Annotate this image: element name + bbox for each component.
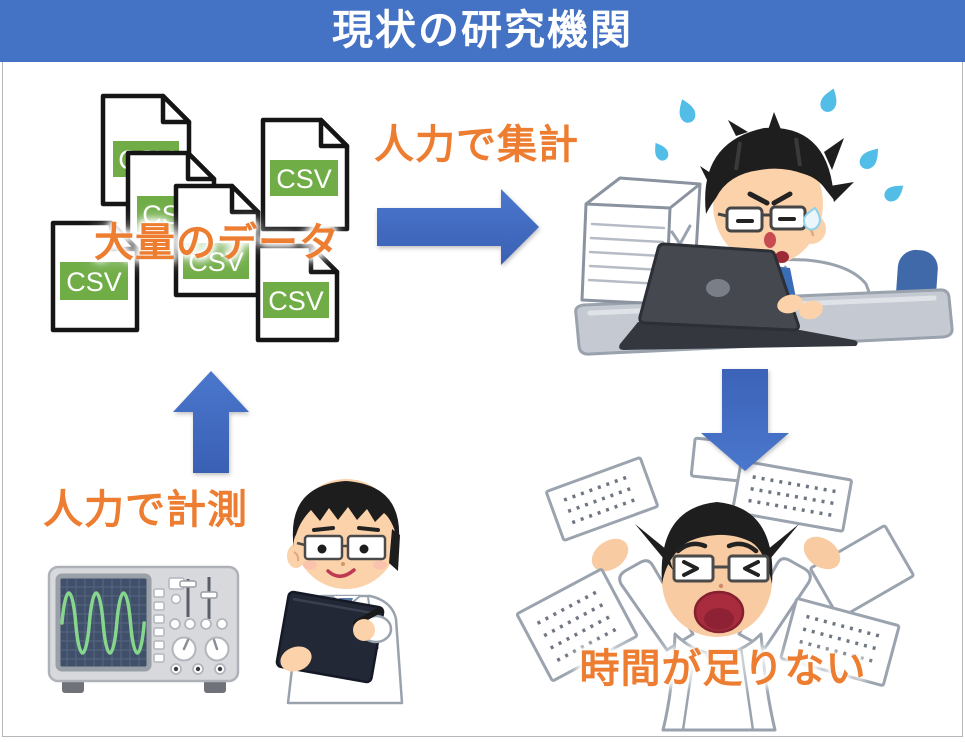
knob-row: [169, 618, 228, 630]
manual-aggregation-label: 人力で集計: [374, 123, 579, 167]
arrow-down-icon: [701, 369, 789, 471]
laptop-icon: [619, 242, 858, 350]
worried-eyebrow: [726, 541, 759, 554]
file-fold-corner: [318, 117, 350, 149]
raised-hand: [591, 538, 629, 572]
csv-badge-label: CSV: [268, 286, 324, 316]
glasses-icon: [296, 534, 387, 561]
oscilloscope-illustration: [47, 565, 240, 693]
file-fold-corner: [160, 93, 192, 125]
researcher-head: [287, 479, 400, 589]
cheek-sweat-drop: [802, 206, 821, 231]
flying-paper-icon: [545, 456, 659, 542]
button-column: [153, 588, 165, 663]
ear: [287, 544, 305, 568]
blush: [303, 560, 317, 570]
file-fold-corner: [229, 183, 261, 215]
flying-paper-icon: [809, 524, 915, 620]
coat-sleeve: [618, 559, 695, 652]
csv-file-icon: CSV: [173, 183, 261, 298]
sine-wave: [60, 591, 146, 655]
coat-sleeve: [737, 557, 812, 650]
angry-eyebrow: [771, 191, 793, 206]
device-foot: [204, 679, 226, 693]
page-title: 現状の研究機関: [332, 7, 633, 53]
file-fold-corner: [185, 150, 217, 182]
file-fold-corner: [108, 220, 140, 252]
mouth: [764, 232, 776, 248]
hand: [799, 300, 823, 320]
worried-eyebrow: [675, 541, 708, 554]
panel-knob-small: [170, 593, 182, 605]
eye: [317, 544, 327, 554]
squeezed-eye: [682, 560, 699, 577]
angry-eyebrow: [747, 191, 770, 206]
face: [662, 525, 772, 637]
title-bar: 現状の研究機関: [0, 0, 965, 62]
csv-file-icon: CSV: [50, 220, 140, 333]
squeezed-eye: [743, 560, 760, 577]
raised-hand: [803, 536, 841, 570]
csv-badge: [60, 262, 128, 300]
smile: [326, 568, 356, 578]
arrow-right-icon: [377, 189, 539, 265]
not-enough-time-label: 時間が足りない: [579, 647, 867, 691]
csv-badge-label: CSV: [66, 267, 122, 297]
eye: [359, 544, 369, 554]
overworked-researcher-illustration: [574, 88, 954, 356]
manual-measurement-label: 人力で計測: [43, 488, 248, 532]
connector-ports: [170, 663, 226, 675]
hand: [777, 294, 803, 314]
flying-paper-icon: [515, 568, 639, 682]
clipboard-researcher-illustration: [275, 479, 404, 705]
flying-paper-icon: [731, 459, 853, 533]
flying-paper-icon: [779, 597, 901, 687]
panicking-researcher-illustration: [515, 436, 915, 732]
csv-badge: [270, 160, 338, 196]
sweat-drops: [655, 88, 904, 202]
researcher-head: [700, 112, 854, 265]
panicking-researcher: [591, 502, 841, 732]
csv-badge-label: CSV: [188, 247, 244, 277]
mass-data-label: 大量のデータ: [94, 221, 340, 265]
eyebrows: [312, 526, 380, 532]
blush: [373, 560, 387, 570]
slider-control: [179, 577, 218, 619]
large-knobs: [171, 636, 230, 662]
csv-badge: [183, 243, 249, 279]
csv-badge: [263, 282, 329, 318]
csv-file-icon: CSV: [260, 117, 350, 232]
hair: [661, 502, 773, 584]
hand: [353, 619, 375, 641]
lab-coat: [661, 632, 777, 732]
device-foot: [62, 679, 84, 693]
csv-badge-label: CSV: [276, 164, 332, 194]
hair: [292, 481, 400, 547]
file-fold-corner: [308, 243, 340, 275]
hand: [280, 646, 312, 672]
arrow-up-icon: [173, 371, 249, 473]
csv-file-icon: CSV: [255, 243, 340, 343]
